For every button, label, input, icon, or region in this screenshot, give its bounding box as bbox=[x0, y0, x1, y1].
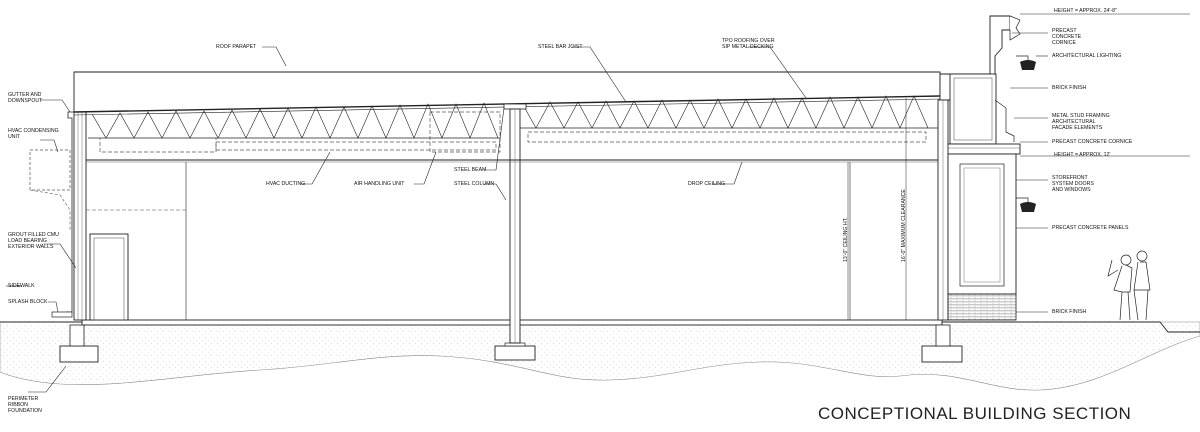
hvac-condensing-unit bbox=[29, 149, 71, 191]
footing-left bbox=[59, 345, 99, 363]
precast-cornice-mid bbox=[939, 143, 1021, 155]
interior-door bbox=[89, 233, 129, 321]
architectural-light-lower bbox=[1016, 197, 1036, 212]
hvac-ducting bbox=[99, 137, 217, 153]
architectural-light-upper bbox=[1016, 55, 1036, 70]
leader-lines bbox=[6, 32, 1048, 393]
footing-right bbox=[921, 345, 963, 363]
drawing-title: CONCEPTIONAL BUILDING SECTION bbox=[818, 404, 1132, 423]
precast-cornice-top bbox=[1009, 15, 1021, 41]
left-exterior-wall bbox=[73, 111, 87, 321]
label-sidewalk: SIDEWALK bbox=[8, 283, 35, 289]
label-ceiling-height: 13'-0" CEILING HT. bbox=[843, 217, 849, 262]
label-drop-ceiling: DROP CEILING bbox=[688, 181, 726, 187]
ground bbox=[0, 321, 1200, 391]
label-steel-beam: STEEL BEAM bbox=[454, 167, 487, 173]
metal-stud-framing bbox=[949, 73, 997, 145]
bar-joist-right bbox=[521, 95, 929, 129]
label-steel-column: STEEL COLUMN bbox=[454, 181, 495, 187]
label-height-mid: HEIGHT = APPROX. 12' bbox=[1054, 152, 1111, 158]
label-brick-finish-upper: BRICK FINISH bbox=[1052, 85, 1087, 91]
label-roof-parapet: ROOF PARAPET bbox=[216, 44, 257, 50]
label-max-clearance: 16'-0" MAXIMUM CLEARANCE bbox=[901, 189, 907, 262]
label-brick-finish-lower: BRICK FINISH bbox=[1052, 309, 1087, 315]
label-precast-panels: PRECAST CONCRETE PANELS bbox=[1052, 225, 1129, 231]
label-air-handling: AIR HANDLING UNIT bbox=[354, 181, 405, 187]
brick-base bbox=[947, 293, 1017, 321]
label-steel-bar-joist: STEEL BAR JOIST bbox=[538, 44, 583, 50]
label-precast-cornice-2: PRECAST CONCRETE CORNICE bbox=[1052, 139, 1133, 145]
storefront bbox=[947, 153, 1017, 295]
footing-center bbox=[494, 345, 536, 361]
label-height-top: HEIGHT = APPROX. 24'-8" bbox=[1054, 8, 1117, 14]
splash-block bbox=[51, 311, 73, 318]
people-figures bbox=[1107, 250, 1151, 321]
bar-joist-left bbox=[91, 102, 499, 139]
label-splash-block: SPLASH BLOCK bbox=[8, 299, 48, 305]
label-architectural-lighting: ARCHITECTURAL LIGHTING bbox=[1052, 53, 1122, 59]
steel-beam bbox=[503, 103, 527, 110]
air-handling-unit bbox=[429, 111, 501, 153]
label-hvac-ducting: HVAC DUCTING bbox=[266, 181, 306, 187]
